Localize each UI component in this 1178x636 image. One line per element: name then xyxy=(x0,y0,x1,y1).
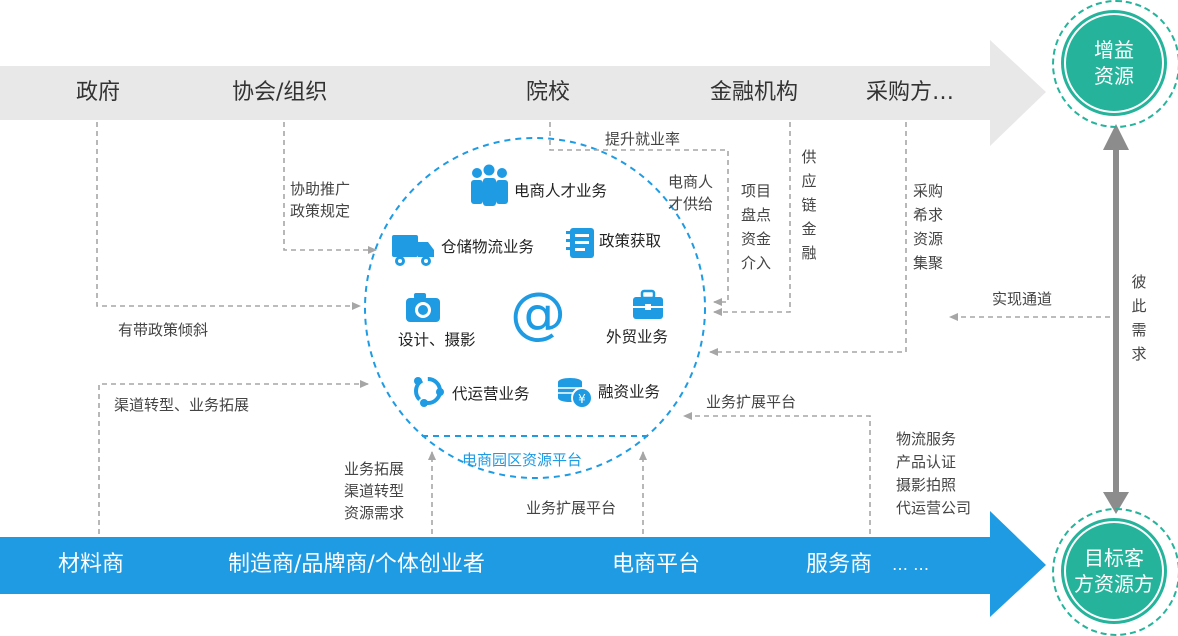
note-services-list: 物流服务 产品认证 摄影拍照 代运营公司 xyxy=(896,430,972,517)
bottom-label-service: 服务商 xyxy=(806,552,873,577)
svg-text:¥: ¥ xyxy=(578,392,586,406)
hub-circle xyxy=(364,137,706,479)
top-label-school: 院校 xyxy=(526,80,571,105)
sync-icon xyxy=(414,377,444,407)
people-icon xyxy=(471,164,508,206)
connector-school xyxy=(549,122,729,306)
note-expand-transform: 业务拓展 渠道转型 资源需求 xyxy=(344,460,405,522)
target-resources-node: 目标客 方资源方 xyxy=(1064,521,1164,621)
service-warehouse: 仓储物流业务 xyxy=(441,238,535,256)
camera-icon xyxy=(406,293,440,322)
connector-service xyxy=(683,412,871,534)
note-preferential-policy: 有带政策倾斜 xyxy=(118,321,209,339)
service-operation: 代运营业务 xyxy=(452,385,530,403)
platform-label: 电商园区资源平台 xyxy=(462,451,583,469)
connector-buyer xyxy=(709,122,907,356)
gain-resources-node: 增益 资源 xyxy=(1064,13,1164,113)
note-project: 项目 盘点 资金 介入 xyxy=(740,182,771,272)
bottom-label-ellipsis: … … xyxy=(892,555,930,574)
top-label-association: 协会/组织 xyxy=(232,80,328,105)
connector-government xyxy=(96,122,361,310)
connector-association xyxy=(283,122,377,254)
note-mutual-demand: 彼 此 需 求 xyxy=(1131,273,1147,363)
note-business-expand-bottom: 业务扩展平台 xyxy=(526,499,617,517)
bottom-label-material: 材料商 xyxy=(58,552,125,577)
top-band-arrow xyxy=(0,40,1046,146)
service-foreign-trade: 外贸业务 xyxy=(606,328,669,346)
bottom-band-arrow xyxy=(0,511,1046,617)
bottom-label-platform: 电商平台 xyxy=(612,552,701,577)
hub-center-symbol: @ xyxy=(510,281,566,346)
note-promotion: 协助推广 政策规定 xyxy=(290,180,351,220)
connector-material xyxy=(98,380,369,534)
service-policy: 政策获取 xyxy=(599,232,662,250)
service-finance: 融资业务 xyxy=(598,383,661,401)
top-label-finance: 金融机构 xyxy=(710,80,799,105)
gain-node-ring xyxy=(1052,0,1178,128)
coins-icon: ¥ xyxy=(558,378,593,409)
truck-icon xyxy=(392,235,434,266)
note-talent-supply: 电商人 才供给 xyxy=(668,173,714,213)
notebook-icon xyxy=(566,228,594,258)
service-design: 设计、摄影 xyxy=(398,331,476,349)
note-business-expand-top: 业务扩展平台 xyxy=(706,393,797,411)
service-talent: 电商人才业务 xyxy=(514,182,608,200)
top-label-buyer: 采购方… xyxy=(866,80,955,105)
note-procurement: 采购 希求 资源 集聚 xyxy=(912,182,943,272)
note-channel-transform: 渠道转型、业务拓展 xyxy=(114,396,250,414)
top-label-government: 政府 xyxy=(76,80,121,105)
connector-finance xyxy=(713,122,791,316)
note-supply-chain: 供 应 链 金 融 xyxy=(801,148,817,262)
briefcase-icon xyxy=(633,289,663,319)
note-employment: 提升就业率 xyxy=(605,130,681,148)
note-channel: 实现通道 xyxy=(992,290,1053,308)
bottom-label-manufacturer: 制造商/品牌商/个体创业者 xyxy=(228,552,485,577)
mutual-demand-arrow xyxy=(1103,124,1129,514)
